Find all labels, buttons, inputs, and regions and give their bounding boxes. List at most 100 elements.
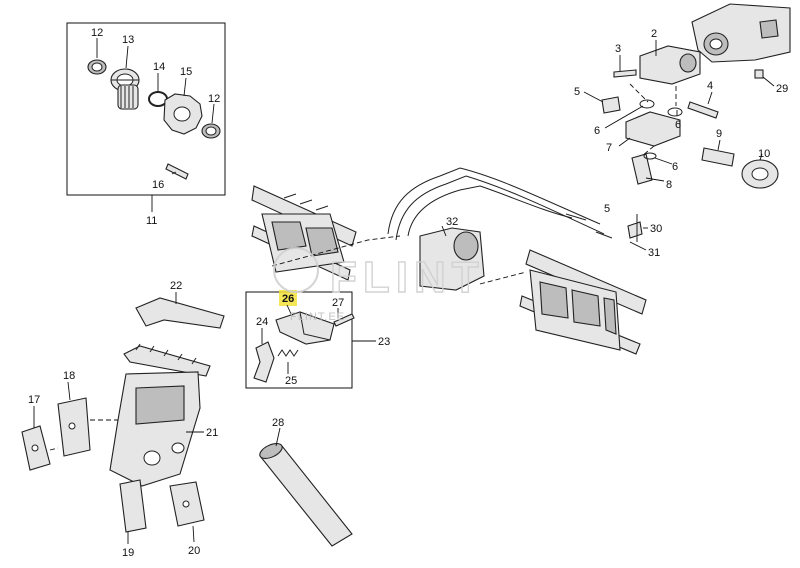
frame-top-teeth	[135, 343, 197, 365]
right-chain-rail	[519, 249, 647, 355]
hose-c	[407, 185, 573, 237]
callout-9: 9	[716, 128, 722, 140]
roller-cage-ribs	[120, 86, 134, 108]
watermark-emblem	[273, 247, 319, 293]
guide-tube	[259, 445, 353, 547]
tube-group	[259, 427, 353, 547]
washer-left	[639, 99, 655, 109]
watermark-logo: FLINT	[330, 253, 485, 302]
leader-28	[275, 427, 281, 447]
alignment-lines-frame	[49, 419, 118, 451]
leader-32	[441, 225, 447, 237]
washer-right	[667, 107, 683, 117]
leader-5a	[583, 91, 604, 103]
alignment-lines-valves	[629, 83, 677, 157]
fitting-lower	[631, 153, 653, 185]
seal-ring-left-bore	[91, 62, 103, 72]
cover-plate	[135, 297, 225, 329]
center-manifold-group	[419, 225, 485, 291]
hose-fittings	[565, 213, 613, 239]
hydraulic-valve-group	[583, 3, 791, 189]
leader-6c	[654, 157, 673, 165]
frame-assembly-group	[21, 292, 225, 544]
left-chain-rail	[251, 185, 357, 281]
callout-18: 18	[63, 370, 75, 382]
leader-8	[645, 177, 665, 182]
spring	[277, 349, 299, 357]
assembly-centerline	[271, 235, 527, 285]
valve-cartridge	[687, 101, 719, 119]
leader-18	[67, 381, 71, 401]
leader-4	[707, 91, 713, 105]
callout-13: 13	[122, 34, 134, 46]
leader-7	[618, 137, 631, 147]
leader-29	[762, 76, 775, 87]
callout-23: 23	[378, 336, 390, 348]
callout-6a: 6	[594, 125, 600, 137]
callout-27: 27	[332, 297, 344, 309]
callout-29: 29	[776, 83, 788, 95]
callout-30: 30	[650, 223, 662, 235]
hose-b	[395, 175, 605, 241]
callout-5b: 5	[604, 203, 610, 215]
mount-bracket-hole	[31, 444, 39, 452]
leader-12b	[211, 103, 215, 124]
callout-6c: 6	[672, 161, 678, 173]
main-frame-hole-b	[171, 442, 185, 454]
callout-15: 15	[180, 66, 192, 78]
callout-28: 28	[272, 417, 284, 429]
seal-ring-right-bore	[205, 126, 217, 136]
screw	[613, 69, 637, 78]
callout-6b: 6	[675, 119, 681, 131]
leader-16	[171, 171, 177, 175]
main-frame-hole-a	[143, 450, 161, 466]
callout-10: 10	[758, 148, 770, 160]
leader-15	[183, 77, 187, 97]
leader-10	[759, 153, 763, 161]
inset-group-23	[245, 290, 376, 389]
pin	[165, 163, 189, 180]
leader-20	[192, 525, 195, 543]
callout-labels: 2 3 4 5 5 6 6 6 7 8 9 10 11 12 12 13 14 …	[28, 27, 788, 559]
solenoid-valve	[701, 147, 735, 167]
lower-bracket-hole	[182, 500, 190, 508]
highlight-26	[279, 290, 297, 306]
manifold-block	[625, 111, 681, 147]
hose-assembly	[387, 167, 648, 251]
callout-26: 26	[282, 293, 294, 305]
callout-31: 31	[648, 247, 660, 259]
flint-watermark: FLINT FLINT.EE	[273, 247, 485, 323]
guide-tube-end	[259, 443, 283, 459]
leader-9	[717, 139, 721, 151]
callout-16: 16	[152, 179, 164, 191]
callout-21: 21	[206, 427, 218, 439]
drive-sprocket-bore	[173, 106, 191, 122]
callout-22: 22	[170, 280, 182, 292]
main-frame-panel	[135, 385, 185, 425]
callout-12a: 12	[91, 27, 103, 39]
bracket-bolt	[333, 313, 355, 327]
callout-2: 2	[651, 28, 657, 40]
inset-frame-11	[66, 22, 226, 196]
callout-17: 17	[28, 394, 40, 406]
leader-13	[125, 45, 129, 69]
center-manifold-spool	[453, 231, 479, 261]
callout-8: 8	[666, 179, 672, 191]
callout-14: 14	[153, 61, 165, 73]
valve-block-port	[679, 53, 697, 73]
inset-group-11	[66, 22, 226, 212]
washer-lower	[643, 152, 657, 160]
callout-3: 3	[615, 43, 621, 55]
side-bracket-hole	[68, 422, 76, 430]
watermark-url: FLINT.EE	[290, 311, 345, 323]
chain-link-plates-left	[271, 221, 339, 257]
wear-plate	[119, 479, 147, 533]
motor-port	[759, 19, 779, 39]
callout-20: 20	[188, 545, 200, 557]
callout-4: 4	[707, 80, 713, 92]
latch	[253, 341, 275, 383]
solenoid-coil-bore	[751, 167, 769, 181]
callout-5a: 5	[574, 86, 580, 98]
